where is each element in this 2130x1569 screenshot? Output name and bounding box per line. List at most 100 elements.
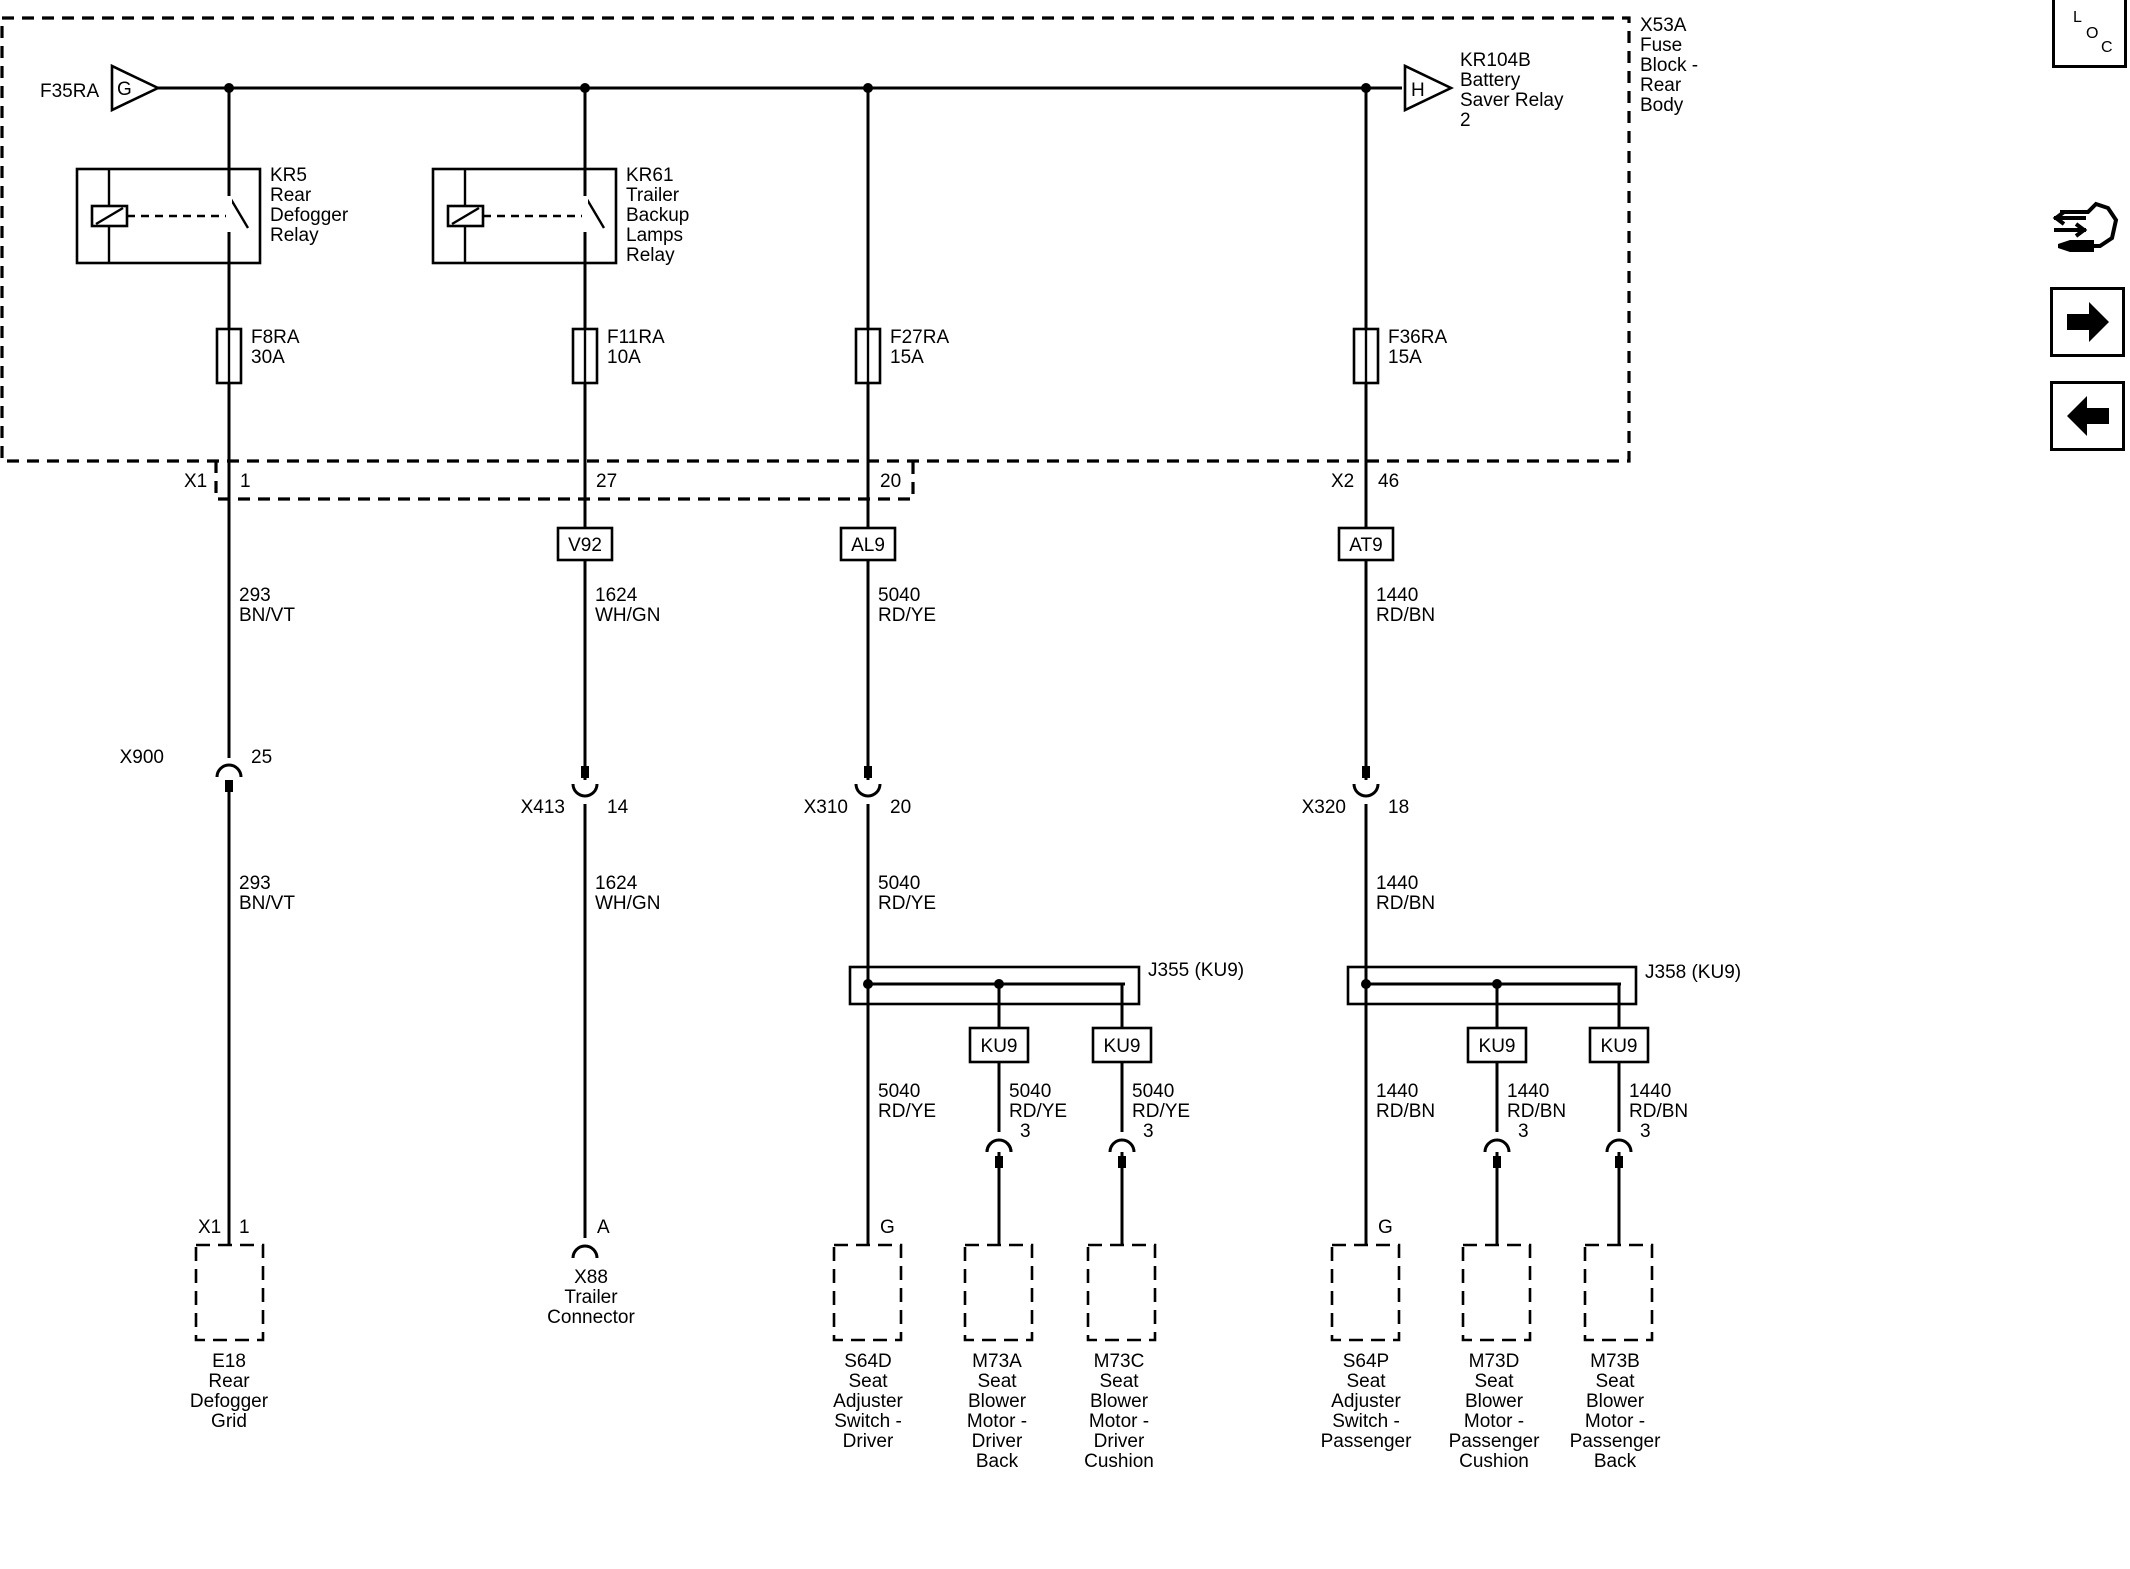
option-box: [839, 526, 897, 562]
module-label-line: Fuse: [1640, 35, 1682, 56]
wire-circuit: 1440: [1376, 585, 1418, 606]
inline-connector-pin: 20: [890, 797, 911, 818]
component-label: Grid: [211, 1411, 247, 1432]
component-label: Trailer: [564, 1287, 618, 1308]
option-label: AT9: [1349, 535, 1382, 556]
wire-color: RD/BN: [1376, 893, 1435, 914]
bus-output-label: KR104B: [1460, 50, 1531, 71]
connector-name: X2: [1331, 471, 1354, 492]
bus-output-label: 2: [1460, 110, 1471, 131]
relay-label: Trailer: [626, 185, 680, 206]
component-label: Seat: [848, 1371, 888, 1392]
component-label: Driver: [843, 1431, 894, 1452]
wire-pin: 3: [1518, 1121, 1529, 1142]
fuse-name: F36RA: [1388, 327, 1447, 348]
branch-connector: [985, 1132, 1013, 1168]
bus-input-label: F35RA: [40, 81, 99, 102]
component-label: Switch -: [834, 1411, 902, 1432]
inline-connector-x310: [854, 766, 882, 804]
module-label-line: Block -: [1640, 55, 1698, 76]
wire-color: RD/BN: [1376, 605, 1435, 626]
option-box: [1091, 1026, 1153, 1064]
bus-output-arrow: [1403, 63, 1455, 113]
component-m73d: [1461, 1243, 1532, 1342]
inline-connector-pin: 25: [251, 747, 272, 768]
component-e18: [194, 1243, 265, 1342]
component-pin: 1: [239, 1217, 250, 1238]
option-box: [968, 1026, 1030, 1064]
loc-letter: C: [2101, 39, 2113, 56]
connector-pin: 46: [1378, 471, 1399, 492]
fuse-f11ra: [571, 327, 599, 385]
component-label: Cushion: [1459, 1451, 1529, 1472]
component-label: X88: [574, 1267, 608, 1288]
option-box: [1588, 1026, 1650, 1064]
connector-name: X1: [184, 471, 207, 492]
wire-color: RD/BN: [1629, 1101, 1688, 1122]
arrow-right-icon: [2067, 302, 2109, 342]
component-label: Passenger: [1321, 1431, 1413, 1452]
fuse-f8ra: [215, 327, 243, 385]
component-label: M73B: [1590, 1351, 1640, 1372]
option-label: KU9: [1601, 1036, 1638, 1057]
component-label: M73A: [972, 1351, 1022, 1372]
inline-connector-x413: [571, 766, 599, 804]
module-label-line: Rear: [1640, 75, 1682, 96]
component-label: Motor -: [967, 1411, 1027, 1432]
component-label: Passenger: [1570, 1431, 1662, 1452]
component-label: Seat: [1099, 1371, 1139, 1392]
wire-color: RD/YE: [1132, 1101, 1190, 1122]
relay-label: Backup: [626, 205, 689, 226]
option-box: [1466, 1026, 1528, 1064]
next-button[interactable]: [2050, 287, 2125, 357]
bus-output-label: Battery: [1460, 70, 1521, 91]
inline-connector-name: X413: [521, 797, 565, 818]
relay-label: KR61: [626, 165, 674, 186]
x1-connector-outline: [214, 461, 915, 501]
connector-pin: 27: [596, 471, 617, 492]
bus-output-label: Saver Relay: [1460, 90, 1564, 111]
connector-tool-button[interactable]: [2050, 186, 2128, 266]
component-connector: X1: [198, 1217, 221, 1238]
loc-letter: L: [2073, 9, 2082, 26]
wire-circuit: 5040: [1132, 1081, 1174, 1102]
fuse-rating: 10A: [607, 347, 641, 368]
option-label: KU9: [1104, 1036, 1141, 1057]
wire-circuit: 1440: [1376, 1081, 1418, 1102]
connector-pin: 20: [880, 471, 901, 492]
location-button[interactable]: L O C: [2052, 0, 2127, 68]
previous-button[interactable]: [2050, 381, 2125, 451]
component-label: M73C: [1094, 1351, 1145, 1372]
component-m73a: [963, 1243, 1034, 1342]
component-label: Cushion: [1084, 1451, 1154, 1472]
component-label: Passenger: [1449, 1431, 1541, 1452]
inline-connector-name: X900: [120, 747, 164, 768]
component-label: Blower: [1090, 1391, 1149, 1412]
branch-connector: [1605, 1132, 1633, 1168]
component-label: M73D: [1469, 1351, 1520, 1372]
wire-circuit: 1440: [1629, 1081, 1671, 1102]
loc-icon: L O C: [2073, 9, 2113, 56]
component-label: Defogger: [190, 1391, 269, 1412]
component-label: E18: [212, 1351, 246, 1372]
wire-color: RD/YE: [1009, 1101, 1067, 1122]
component-label: Seat: [1346, 1371, 1386, 1392]
bus-output-pin: H: [1411, 80, 1425, 101]
fuse-f36ra: [1352, 327, 1380, 385]
component-label: Blower: [1465, 1391, 1524, 1412]
wire-circuit: 1624: [595, 873, 638, 894]
option-label: AL9: [851, 535, 885, 556]
component-m73b: [1583, 1243, 1654, 1342]
relay-kr5: [75, 167, 262, 265]
component-pin: G: [1378, 1217, 1393, 1238]
inline-connector-name: X310: [804, 797, 848, 818]
option-box: [1337, 526, 1395, 562]
bus-input-pin: G: [117, 79, 132, 100]
option-label: KU9: [1479, 1036, 1516, 1057]
wire-color: RD/BN: [1507, 1101, 1566, 1122]
module-label-line: X53A: [1640, 15, 1687, 36]
wire-circuit: 5040: [878, 1081, 920, 1102]
fuse-rating: 15A: [1388, 347, 1422, 368]
component-label: Blower: [968, 1391, 1027, 1412]
